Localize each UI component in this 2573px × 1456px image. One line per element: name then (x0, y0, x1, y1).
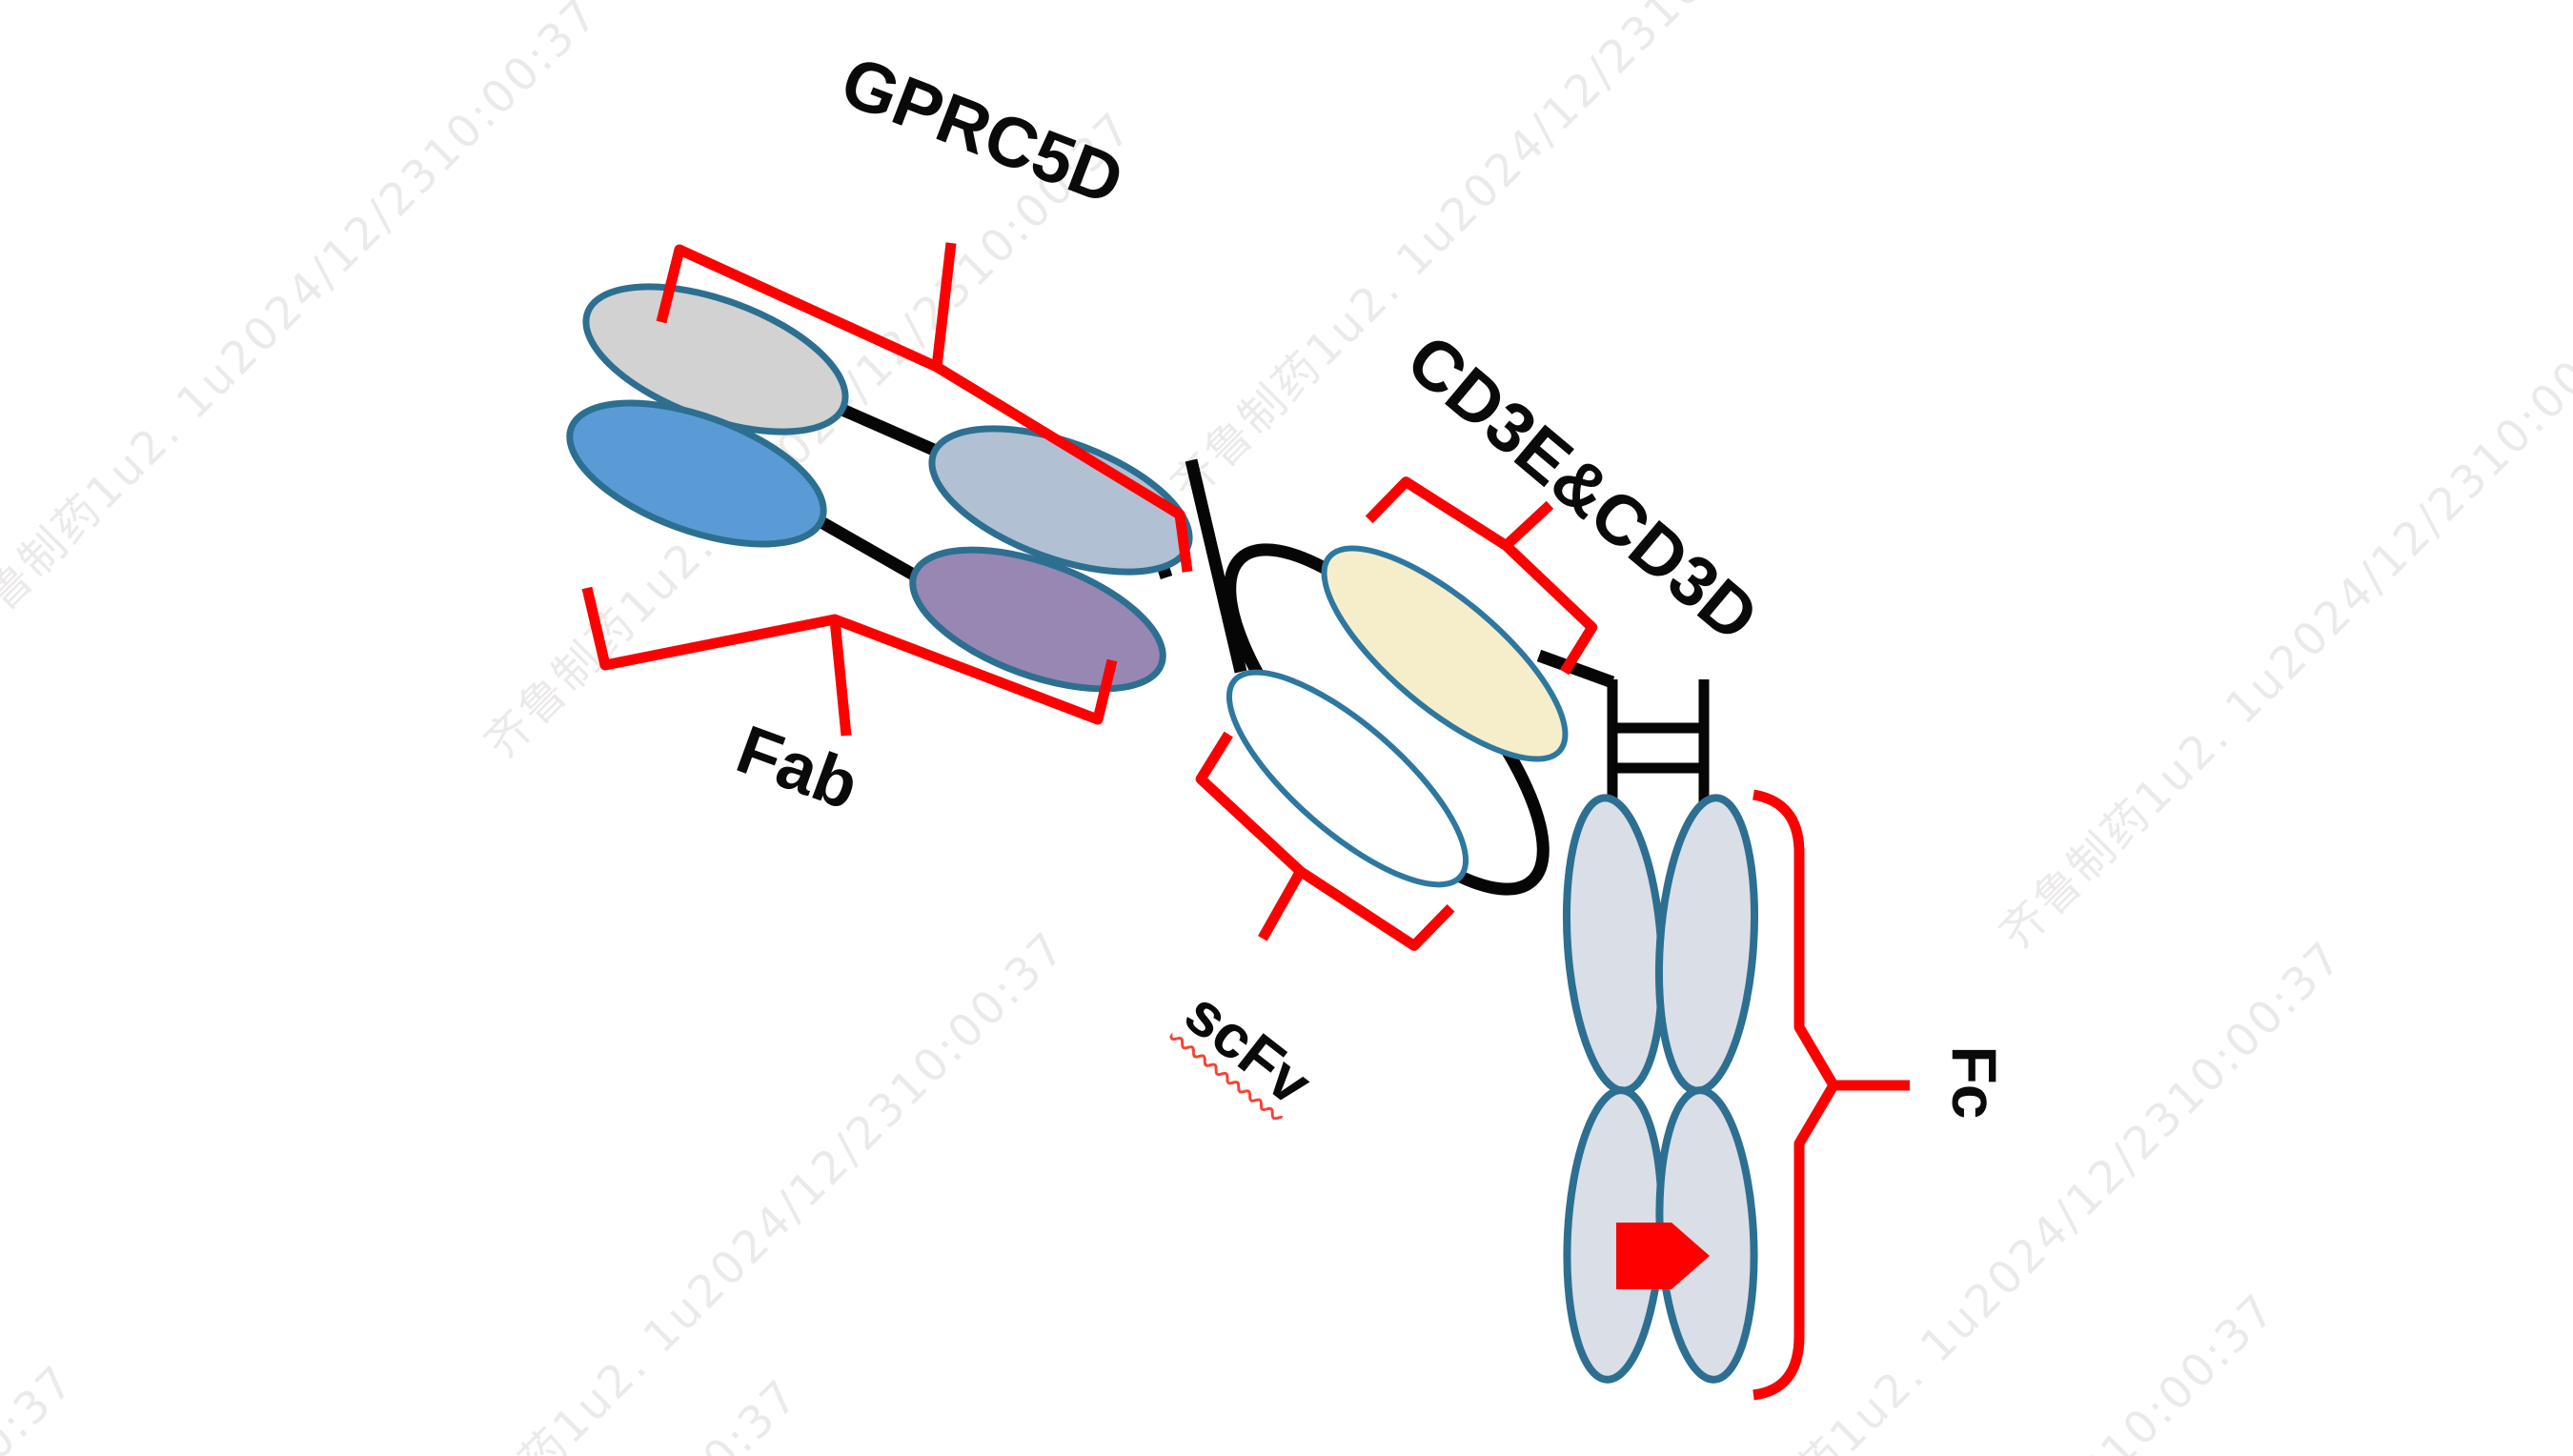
fc-domain-top-right-ellipse (1654, 794, 1759, 1095)
fc-domain-top-left-ellipse (1562, 794, 1667, 1095)
brace-gprc5d (656, 242, 1193, 573)
scfv-domain-white-ellipse (1226, 669, 1469, 888)
label-fc: Fc (1939, 1045, 2010, 1120)
brace-fab (581, 586, 1118, 737)
connector-blue-purple (818, 516, 919, 581)
brace-scfv (1195, 731, 1455, 951)
fc-arrow-marker (1616, 1223, 1710, 1289)
connector-fab-scfv-linker (1185, 458, 1247, 674)
scfv-domain-cream-ellipse (1321, 545, 1569, 762)
fab-domain-blue-ellipse (566, 399, 827, 548)
connector-scfv-hinge (1536, 649, 1615, 689)
brace-fc (1752, 789, 1839, 1401)
fab-domain-purple-ellipse (909, 546, 1166, 693)
brace-cd3 (1365, 476, 1598, 676)
connector-gray-steel (840, 404, 939, 456)
